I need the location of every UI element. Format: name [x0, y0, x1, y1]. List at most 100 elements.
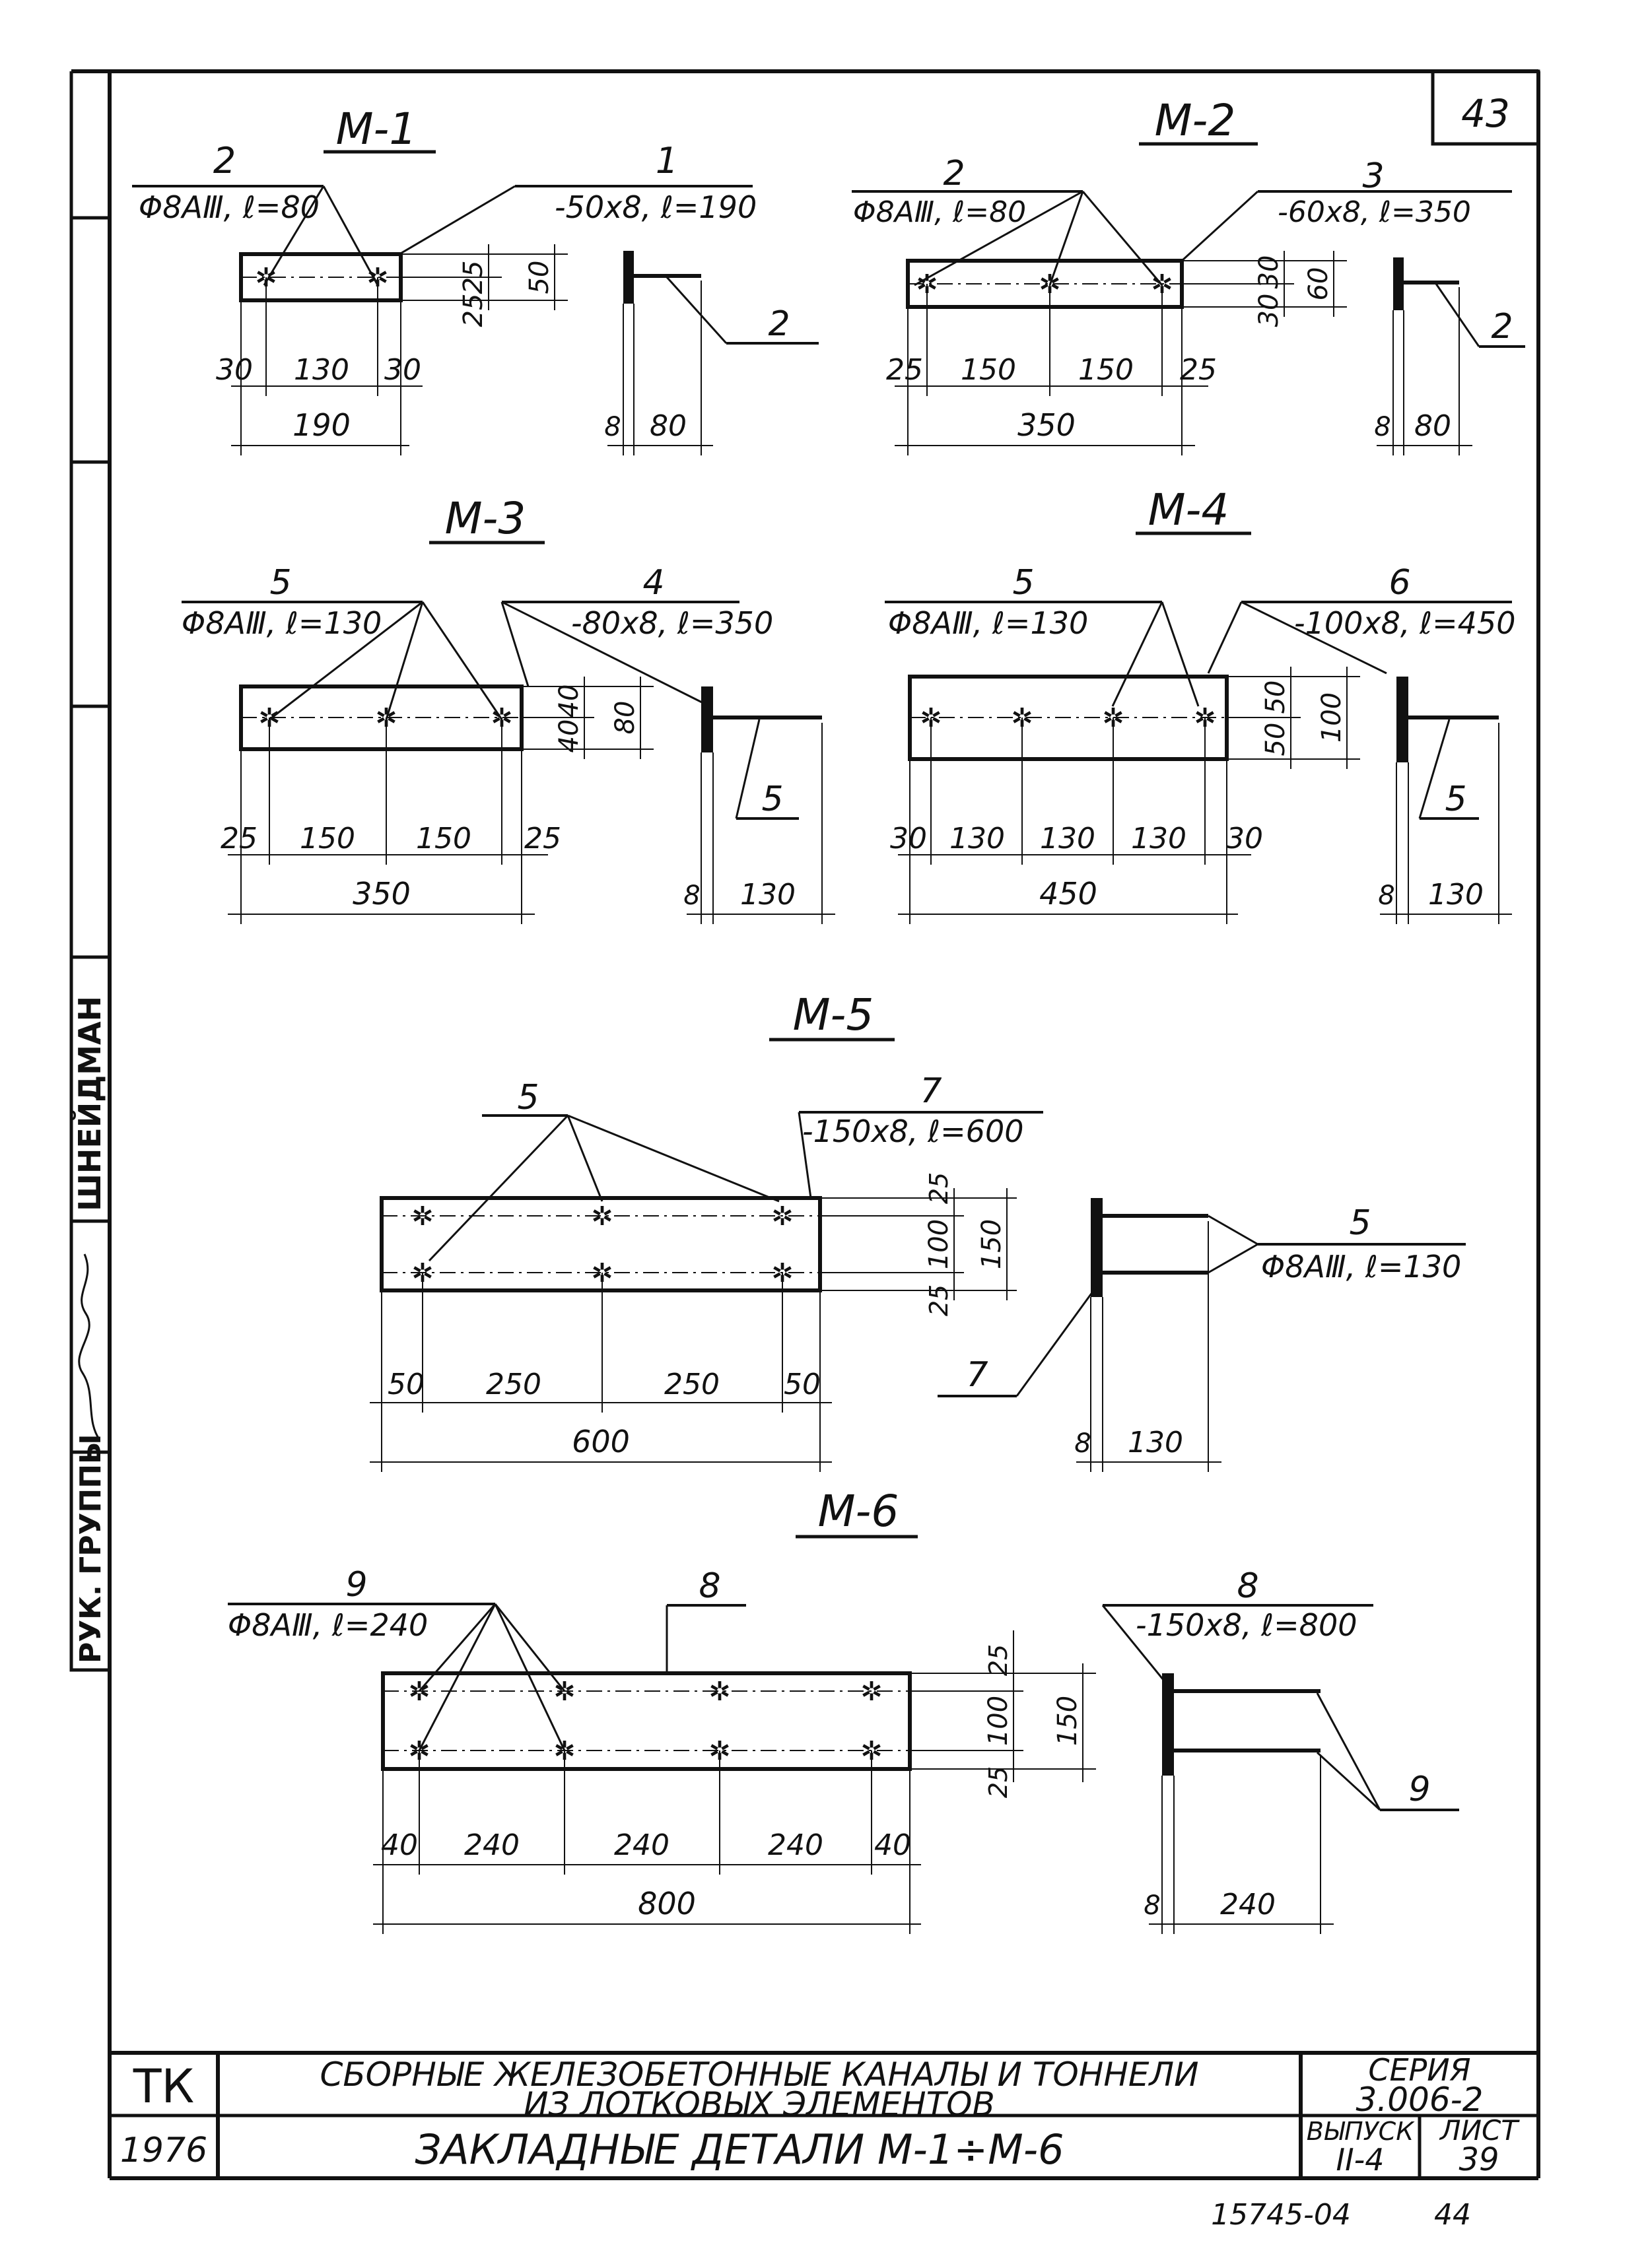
plate-side-view: [701, 686, 713, 752]
anchor-mark: ✲: [591, 1201, 613, 1232]
detail-title: М-5: [793, 989, 874, 1040]
title-block: ТК 1976 СБОРНЫЕ ЖЕЛЕЗОБЕТОННЫЕ КАНАЛЫ И …: [110, 2051, 1538, 2178]
dim-thickness: 8: [604, 412, 621, 442]
dim-height: 25: [984, 1766, 1013, 1798]
plate-side-view: [1162, 1673, 1174, 1776]
issue-label: ВЫПУСК: [1307, 2117, 1415, 2146]
dim-height-total: 100: [1317, 692, 1347, 743]
bar-position: 5: [1012, 563, 1034, 603]
project-title-line1: СБОРНЫЕ ЖЕЛЕЗОБЕТОННЫЕ КАНАЛЫ И ТОННЕЛИ: [320, 2055, 1198, 2094]
dim-width: 30: [384, 353, 421, 387]
plate-side-view: [623, 251, 634, 304]
sheet-label: ЛИСТ: [1439, 2114, 1520, 2147]
plate-side-position: 8: [1237, 1566, 1258, 1606]
dim-width: 25: [524, 822, 561, 855]
page-number: 44: [1434, 2198, 1471, 2232]
bar-spec: Φ8АⅢ, ℓ=240: [228, 1607, 428, 1643]
dim-width: 50: [388, 1368, 425, 1401]
dim-width: 150: [416, 822, 471, 855]
dim-height: 30: [1254, 294, 1284, 327]
anchor-mark: ✲: [408, 1677, 430, 1707]
side-bar-position: 5: [761, 780, 783, 819]
dim-height: 50: [1260, 723, 1291, 756]
dim-height: 25: [458, 294, 489, 327]
detail-m2: М-2 2 Φ8АⅢ, ℓ=80 3 -60x8, ℓ=350 ✲ ✲ ✲ 30…: [852, 95, 1525, 455]
plate-plan: [380, 1196, 822, 1292]
dim-height-total: 150: [977, 1219, 1007, 1269]
sheet-value: 39: [1459, 2141, 1499, 2178]
dim-width: 30: [890, 822, 927, 855]
dim-total-width: 190: [292, 407, 351, 443]
dim-thickness: 8: [1378, 881, 1394, 911]
dim-width: 130: [949, 822, 1005, 855]
dim-height: 25: [458, 261, 489, 294]
dim-width: 25: [886, 353, 923, 387]
bar-position: 2: [943, 154, 965, 193]
dim-height: 25: [924, 1172, 953, 1204]
detail-title: М-2: [1155, 95, 1236, 146]
plate-side-view: [1393, 257, 1404, 310]
bar-position: 5: [269, 563, 291, 603]
dim-total-width: 600: [572, 1424, 630, 1459]
dim-total-width: 350: [1017, 407, 1076, 443]
bar-spec: Φ8АⅢ, ℓ=130: [182, 605, 382, 641]
dim-width: 130: [1131, 822, 1186, 855]
dim-bar-length: 80: [650, 409, 687, 443]
project-title-line2: ИЗ ЛОТКОВЫХ ЭЛЕМЕНТОВ: [524, 2085, 995, 2123]
detail-m6: М-6 9 Φ8АⅢ, ℓ=240 8 ✲ ✲ ✲ ✲ ✲ ✲ ✲ ✲ 25 1…: [228, 1486, 1459, 1934]
dim-height-total: 60: [1303, 267, 1334, 301]
dim-height: 50: [1260, 681, 1291, 714]
anchor-mark: ✲: [708, 1677, 731, 1707]
series-value: 3.006-2: [1356, 2081, 1484, 2119]
bar-spec: Φ8АⅢ, ℓ=80: [139, 189, 320, 225]
year: 1976: [120, 2131, 207, 2170]
dim-height: 40: [554, 719, 584, 753]
drawing-title: ЗАКЛАДНЫЕ ДЕТАЛИ М-1÷М-6: [415, 2125, 1064, 2174]
plate-side-position: 7: [966, 1355, 988, 1395]
dim-width: 130: [294, 353, 349, 387]
bar-spec: Φ8АⅢ, ℓ=130: [888, 605, 1088, 641]
anchor-mark: ✲: [553, 1677, 576, 1707]
plate-side-view: [1396, 677, 1408, 762]
dim-width: 25: [221, 822, 258, 855]
plate-position: 4: [642, 563, 664, 603]
dim-width: 250: [486, 1368, 541, 1401]
dim-width: 130: [1040, 822, 1095, 855]
plate-position: 7: [920, 1071, 942, 1111]
side-bar-position: 2: [1491, 307, 1513, 347]
dim-bar-length: 240: [1220, 1888, 1276, 1921]
dim-total-width: 350: [353, 876, 411, 912]
dim-width: 25: [1180, 353, 1217, 387]
bar-spec: Φ8АⅢ, ℓ=80: [853, 195, 1026, 229]
dim-total-width: 450: [1039, 876, 1097, 912]
detail-m1: М-1 2 Φ8АⅢ, ℓ=80 1 -50x8, ℓ=190 ✲ ✲ 25 2…: [132, 104, 819, 455]
dim-width: 240: [614, 1828, 670, 1862]
plate-spec: -100x8, ℓ=450: [1294, 605, 1515, 641]
bar-spec: Φ8АⅢ, ℓ=130: [1261, 1249, 1461, 1284]
dim-width: 240: [768, 1828, 823, 1862]
stamp-signature: [78, 1253, 100, 1440]
order-number: 15745-04: [1211, 2198, 1351, 2232]
detail-title: М-1: [336, 104, 417, 154]
anchor-mark: ✲: [411, 1201, 434, 1232]
dim-width: 150: [961, 353, 1016, 387]
dim-width: 250: [664, 1368, 720, 1401]
dim-height: 25: [984, 1644, 1013, 1676]
dim-thickness: 8: [683, 881, 700, 911]
dim-bar-length: 130: [1428, 878, 1484, 912]
dim-height: 40: [554, 684, 584, 718]
side-bar-position: 5: [1445, 780, 1466, 819]
dim-height: 100: [924, 1219, 954, 1269]
plate-spec: -80x8, ℓ=350: [571, 605, 773, 641]
detail-m4: М-4 5 Φ8АⅢ, ℓ=130 6 -100x8, ℓ=450 ✲ ✲ ✲ …: [885, 484, 1515, 924]
dim-thickness: 8: [1074, 1428, 1091, 1459]
bar-position: 9: [345, 1565, 367, 1605]
stamp-name: ШНЕЙДМАН: [72, 996, 108, 1211]
issue-value: II-4: [1336, 2142, 1385, 2178]
dim-bar-length: 80: [1414, 409, 1451, 443]
dim-width: 50: [784, 1368, 821, 1401]
detail-m3: М-3 5 Φ8АⅢ, ℓ=130 4 -80x8, ℓ=350 ✲ ✲ ✲ 4…: [182, 493, 835, 924]
dim-width: 150: [1078, 353, 1134, 387]
plate-position: 8: [699, 1566, 720, 1606]
